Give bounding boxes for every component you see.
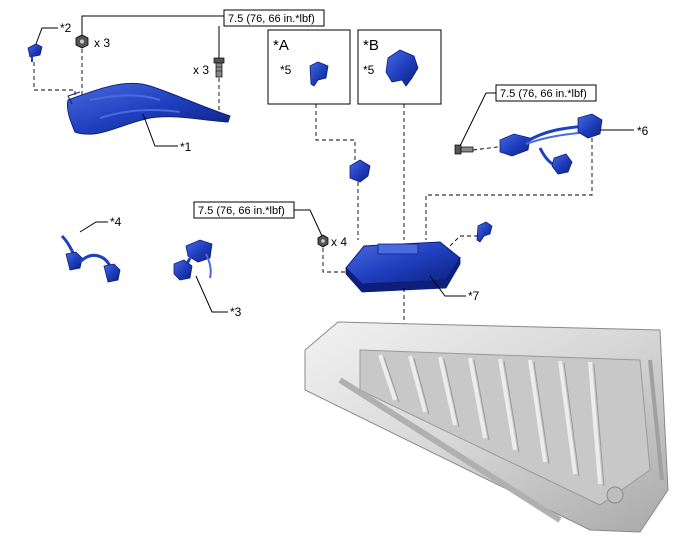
callout-5a: *5 <box>280 63 292 77</box>
part-5-sensor-a <box>309 61 329 87</box>
callout-2: *2 <box>60 21 72 35</box>
callout-4: *4 <box>110 215 122 229</box>
part-1-cover <box>67 82 231 135</box>
bolt-icon <box>454 144 474 155</box>
part-7-ecu <box>345 241 461 293</box>
sensor-connector <box>349 159 371 183</box>
frame-a: *A *5 <box>267 29 351 105</box>
part-5-sensor-b <box>385 49 419 87</box>
frame-b-label: *B <box>363 37 379 54</box>
torque-spec-3: 7.5 (76, 66 in.*lbf) <box>500 88 587 100</box>
callout-3: *3 <box>230 305 242 319</box>
qty-bolt-top: x 3 <box>193 63 209 77</box>
callout-6: *6 <box>637 124 649 138</box>
part-4-harness <box>60 234 121 283</box>
battery-tray <box>304 321 669 533</box>
qty-nut-ecu: x 4 <box>331 235 347 249</box>
frame-a-label: *A <box>273 37 289 54</box>
callout-5b: *5 <box>363 63 375 77</box>
torque-spec-2: 7.5 (76, 66 in.*lbf) <box>198 205 285 217</box>
part-2-clip <box>27 43 43 62</box>
torque-spec-1: 7.5 (76, 66 in.*lbf) <box>228 13 315 25</box>
hex-nut-icon <box>317 234 329 248</box>
callout-7: *7 <box>468 289 480 303</box>
callout-1: *1 <box>180 140 192 154</box>
small-connector <box>476 221 493 243</box>
part-3-harness <box>173 239 213 281</box>
qty-nut-top: x 3 <box>94 36 110 50</box>
part-6-harness <box>499 113 603 175</box>
frame-b: *B *5 <box>357 29 442 105</box>
hex-nut-icon <box>75 34 89 49</box>
bolt-icon <box>213 57 225 78</box>
